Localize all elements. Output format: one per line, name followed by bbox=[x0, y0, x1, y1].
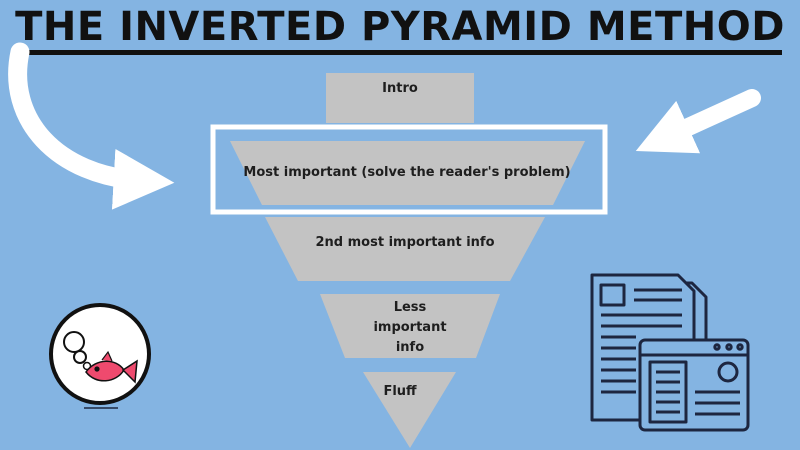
curved-arrow-icon bbox=[8, 42, 175, 210]
straight-arrow-icon bbox=[635, 89, 761, 154]
highlight-box bbox=[210, 124, 608, 215]
segment-label-fluff: Fluff bbox=[383, 384, 417, 399]
title-underline bbox=[18, 50, 782, 55]
segment-less-important bbox=[320, 294, 500, 358]
segment-fluff bbox=[363, 372, 456, 448]
documents-icon bbox=[590, 273, 750, 432]
segment-label-line: info bbox=[395, 340, 425, 355]
inverted-pyramid bbox=[230, 73, 585, 448]
segment-label-most-important: Most important (solve the reader's probl… bbox=[243, 165, 571, 180]
page-title: THE INVERTED PYRAMID METHOD bbox=[15, 4, 785, 50]
segment-second-most-important bbox=[265, 217, 545, 281]
segment-label-second-most-important: 2nd most important info bbox=[315, 235, 495, 250]
fish-mascot-icon bbox=[49, 303, 151, 409]
segment-label-less-important: Less important info bbox=[335, 298, 485, 358]
segment-label-intro: Intro bbox=[382, 81, 418, 96]
segment-intro bbox=[326, 73, 474, 123]
segment-label-line: Less bbox=[393, 300, 427, 315]
segment-most-important bbox=[230, 141, 585, 205]
segment-label-line: important bbox=[373, 320, 447, 335]
